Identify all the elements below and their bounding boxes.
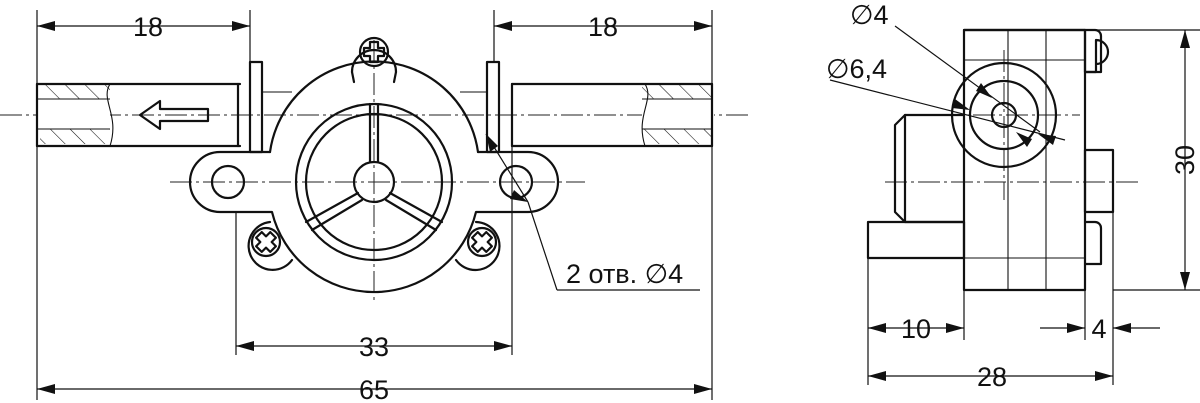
cross-screw-head-icon — [358, 36, 390, 68]
dim-height: 30 — [1170, 30, 1200, 290]
dim-right-pipe: 18 — [494, 12, 712, 42]
cross-screw-head-icon — [250, 226, 282, 258]
dim-height-label: 30 — [1170, 145, 1200, 175]
front-extension-lines — [36, 10, 713, 400]
dim-side-overall: 28 — [868, 362, 1113, 392]
dia-inner-label: ∅4 — [850, 0, 889, 30]
dim-body-width-label: 33 — [359, 332, 389, 362]
dim-overall-length-label: 65 — [359, 375, 389, 403]
dim-overall-length: 65 — [37, 375, 712, 403]
flow-direction-arrow-icon — [138, 99, 210, 131]
cross-screw-head-icon — [466, 226, 498, 258]
dia-outer-leader: ∅6,4 — [826, 54, 1066, 145]
side-view: ∅4 ∅6,4 30 10 — [826, 0, 1200, 392]
dim-side-right-label: 4 — [1091, 314, 1106, 344]
side-port — [950, 61, 1058, 169]
front-view: 18 18 33 65 2 — [0, 10, 750, 403]
dim-side-right: 4 — [1040, 314, 1160, 344]
dim-left-pipe: 18 — [37, 12, 250, 42]
dia-outer-label: ∅6,4 — [826, 54, 887, 84]
dim-side-left-label: 10 — [901, 314, 931, 344]
side-body — [866, 28, 1115, 292]
dim-body-width: 33 — [236, 332, 512, 362]
dim-left-pipe-label: 18 — [133, 12, 163, 42]
rotor — [294, 102, 454, 262]
holes-leader: 2 отв. ∅4 — [485, 133, 700, 291]
dia-inner-leader: ∅4 — [850, 0, 1041, 147]
dim-side-left: 10 — [868, 314, 964, 344]
holes-note: 2 отв. ∅4 — [566, 259, 683, 289]
dim-side-overall-label: 28 — [977, 362, 1007, 392]
side-extension-lines — [867, 29, 1200, 385]
dim-right-pipe-label: 18 — [588, 12, 618, 42]
